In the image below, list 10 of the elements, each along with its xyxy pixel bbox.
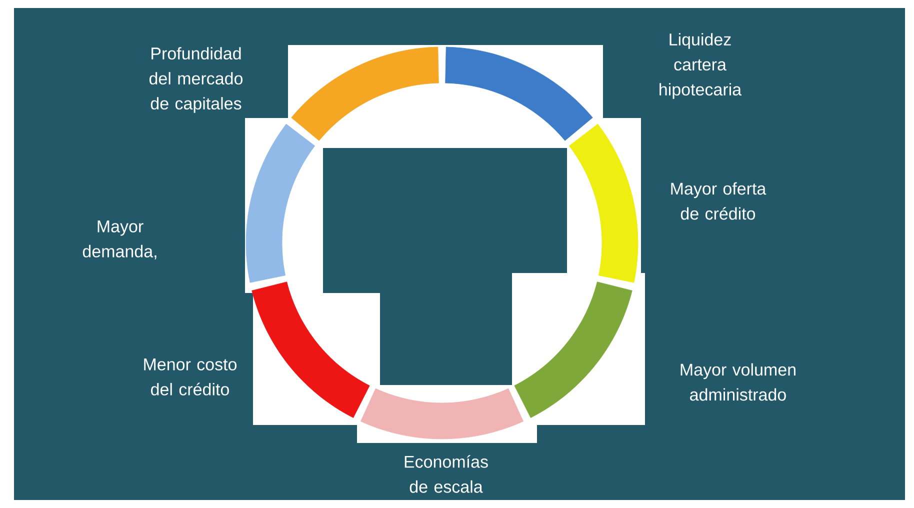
segment-label: Liquidez cartera hipotecaria — [660, 33, 742, 99]
ring-segment — [252, 282, 370, 418]
segment-label: Mayor volumen administrado — [680, 363, 796, 401]
ring-segment — [291, 46, 439, 141]
ring-segment — [360, 388, 524, 440]
ring-segment — [568, 124, 638, 283]
ring-segment — [246, 124, 316, 283]
ring-segment — [514, 282, 632, 418]
ring-segment — [445, 46, 593, 141]
segment-label: Mayor demanda, — [82, 220, 156, 260]
